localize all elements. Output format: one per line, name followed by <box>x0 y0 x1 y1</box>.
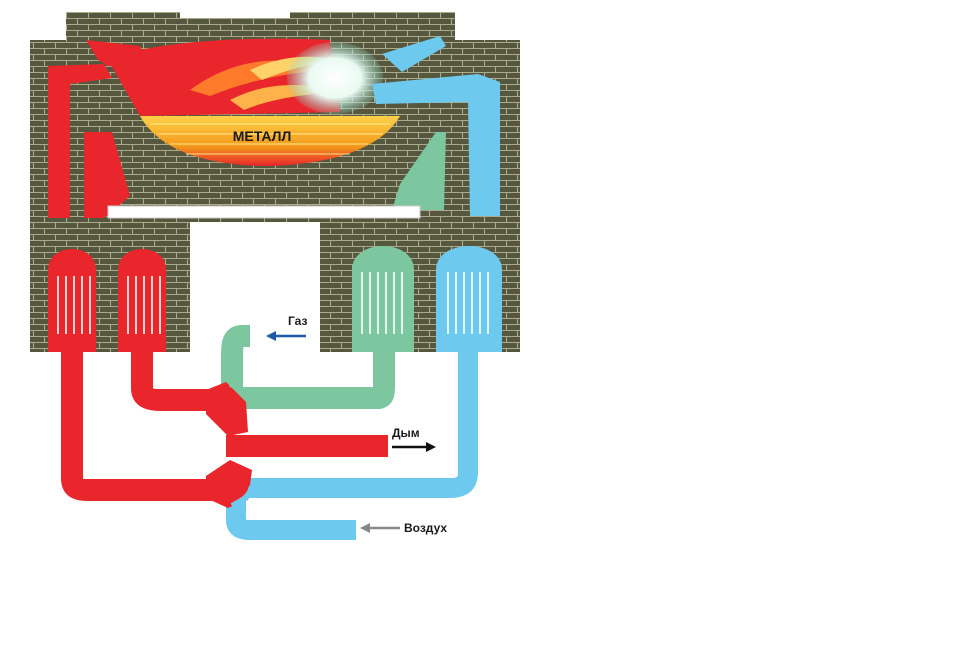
right-air-outer-flue <box>372 74 500 216</box>
smoke-outlet: Дым <box>392 426 436 452</box>
regenerators <box>48 246 502 352</box>
regenerator-left-outer <box>48 249 96 352</box>
right-air-port <box>382 36 446 72</box>
gas-inlet: Газ <box>266 314 307 341</box>
piping <box>61 325 478 540</box>
left-outer-flue <box>48 64 112 218</box>
flame-icon <box>190 42 383 114</box>
hot-pipe-outer <box>61 352 214 501</box>
smoke-label: Дым <box>392 426 420 440</box>
arrow-right-icon <box>392 442 436 452</box>
air-label: Воздух <box>404 521 447 535</box>
hot-pipe-inner <box>131 352 214 411</box>
air-inlet: Воздух <box>360 521 447 535</box>
regenerator-right-gas <box>352 246 414 352</box>
arrow-left-icon <box>266 331 306 341</box>
arrow-left-icon <box>360 523 400 533</box>
gas-label: Газ <box>288 314 307 328</box>
left-hot-channels <box>48 40 150 218</box>
regenerator-right-air <box>436 246 502 352</box>
metal-label: МЕТАЛЛ <box>233 128 292 144</box>
gas-pipe <box>221 325 395 409</box>
upper-valve <box>206 382 248 436</box>
left-inner-flue <box>84 132 130 218</box>
left-port <box>86 40 150 70</box>
air-pipe-return <box>240 352 478 498</box>
right-cool-channels <box>372 36 500 216</box>
regenerator-left-inner <box>118 249 166 352</box>
separator-plate <box>107 205 421 219</box>
lower-valve <box>206 460 252 508</box>
reversing-valves <box>206 381 255 509</box>
air-pipe-inlet <box>226 488 356 540</box>
right-gas-flue <box>392 132 446 210</box>
